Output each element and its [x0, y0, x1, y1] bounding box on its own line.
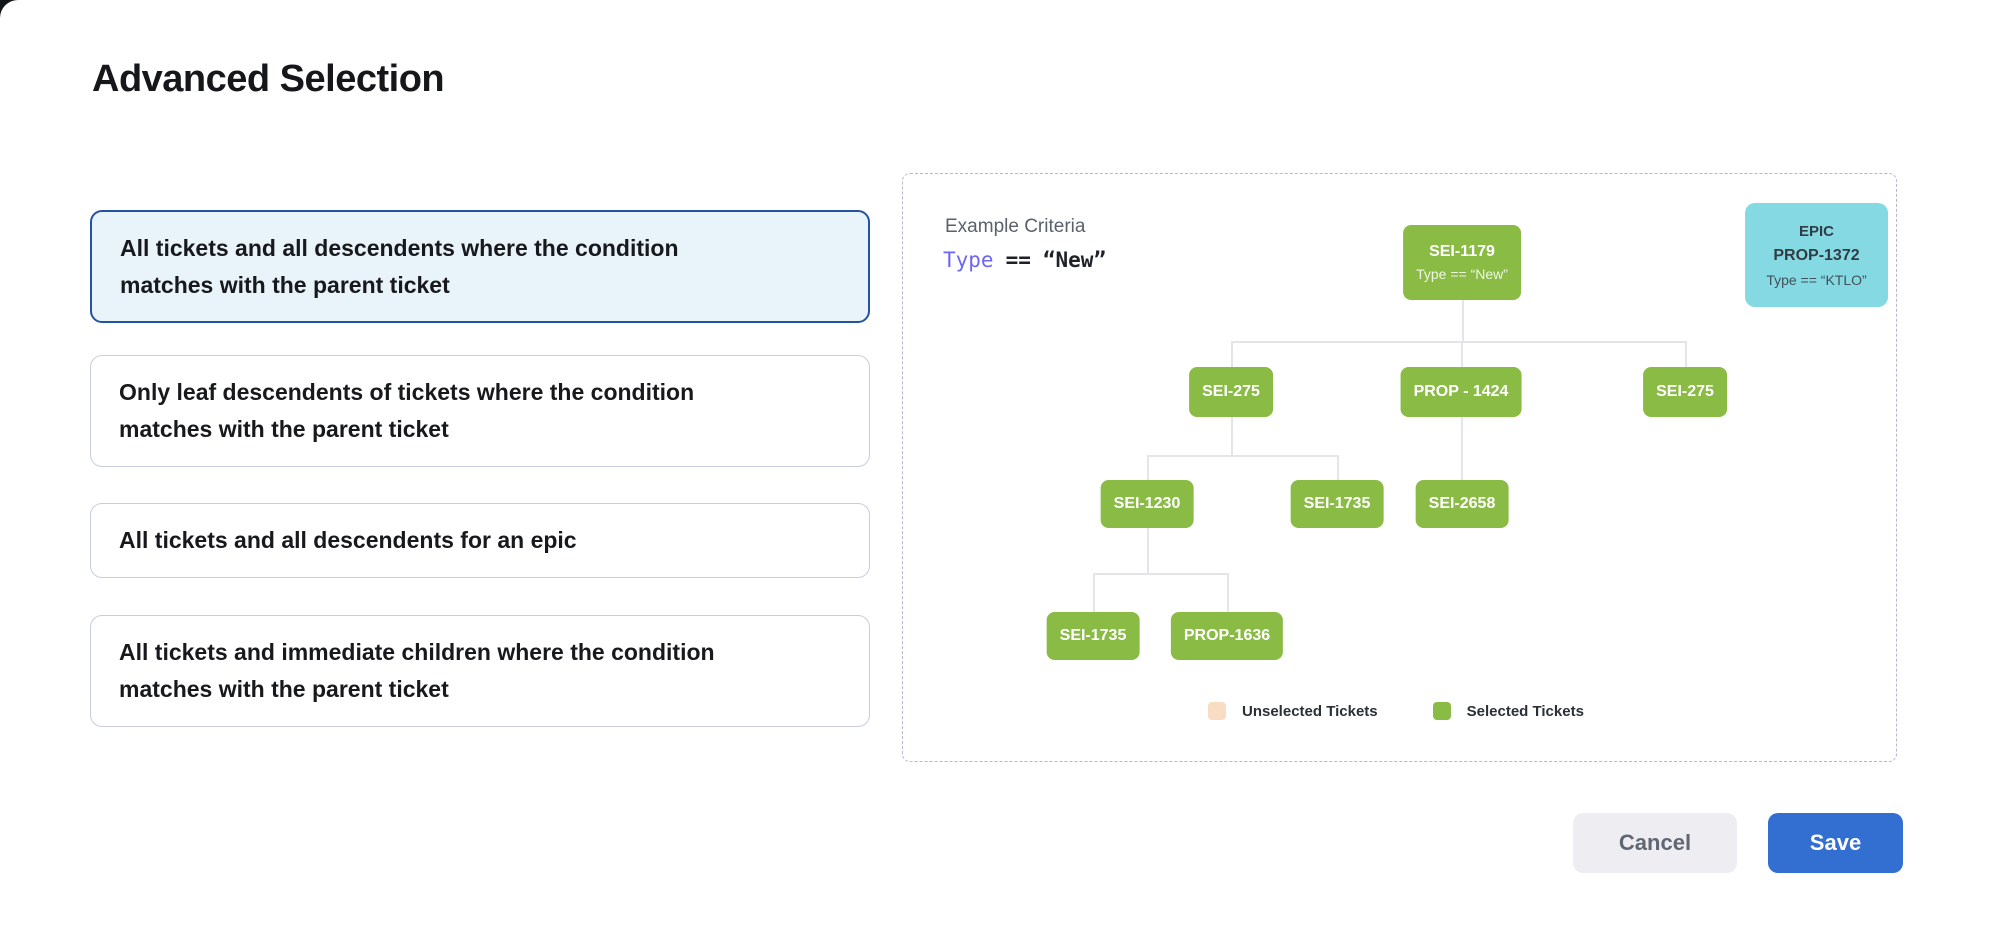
option-card-2[interactable]: Only leaf descendents of tickets where t… [90, 355, 870, 467]
example-criteria-expression: Type == “New” [943, 248, 1106, 272]
page-title: Advanced Selection [92, 58, 445, 100]
legend-swatch [1208, 702, 1226, 720]
epic-card-type: EPIC [1798, 222, 1834, 240]
tree-legend: Unselected Tickets Selected Tickets [1208, 702, 1584, 720]
epic-card: EPIC PROP-1372 Type == “KTLO” [1745, 203, 1888, 307]
legend-label: Unselected Tickets [1242, 702, 1378, 720]
option-card-3[interactable]: All tickets and all descendents for an e… [90, 503, 870, 578]
criteria-value: “New” [1042, 248, 1107, 272]
legend-item: Selected Tickets [1432, 702, 1584, 720]
epic-card-condition: Type == “KTLO” [1766, 271, 1867, 288]
example-criteria-heading: Example Criteria [945, 216, 1086, 237]
legend-label: Selected Tickets [1466, 702, 1584, 720]
option-card-label: All tickets and all descendents where th… [120, 234, 679, 298]
epic-card-id: PROP-1372 [1773, 246, 1860, 264]
option-card-label: All tickets and immediate children where… [119, 639, 715, 702]
option-card-1[interactable]: All tickets and all descendents where th… [90, 210, 870, 323]
example-panel [902, 173, 1897, 762]
criteria-operator: == [1005, 248, 1031, 272]
option-card-label: Only leaf descendents of tickets where t… [119, 379, 695, 442]
option-card-4[interactable]: All tickets and immediate children where… [90, 615, 870, 727]
option-card-label: All tickets and all descendents for an e… [119, 527, 577, 553]
cancel-button[interactable]: Cancel [1573, 813, 1737, 873]
save-button[interactable]: Save [1768, 813, 1903, 873]
criteria-field: Type [943, 248, 994, 272]
legend-item: Unselected Tickets [1208, 702, 1378, 720]
legend-swatch [1432, 702, 1451, 720]
